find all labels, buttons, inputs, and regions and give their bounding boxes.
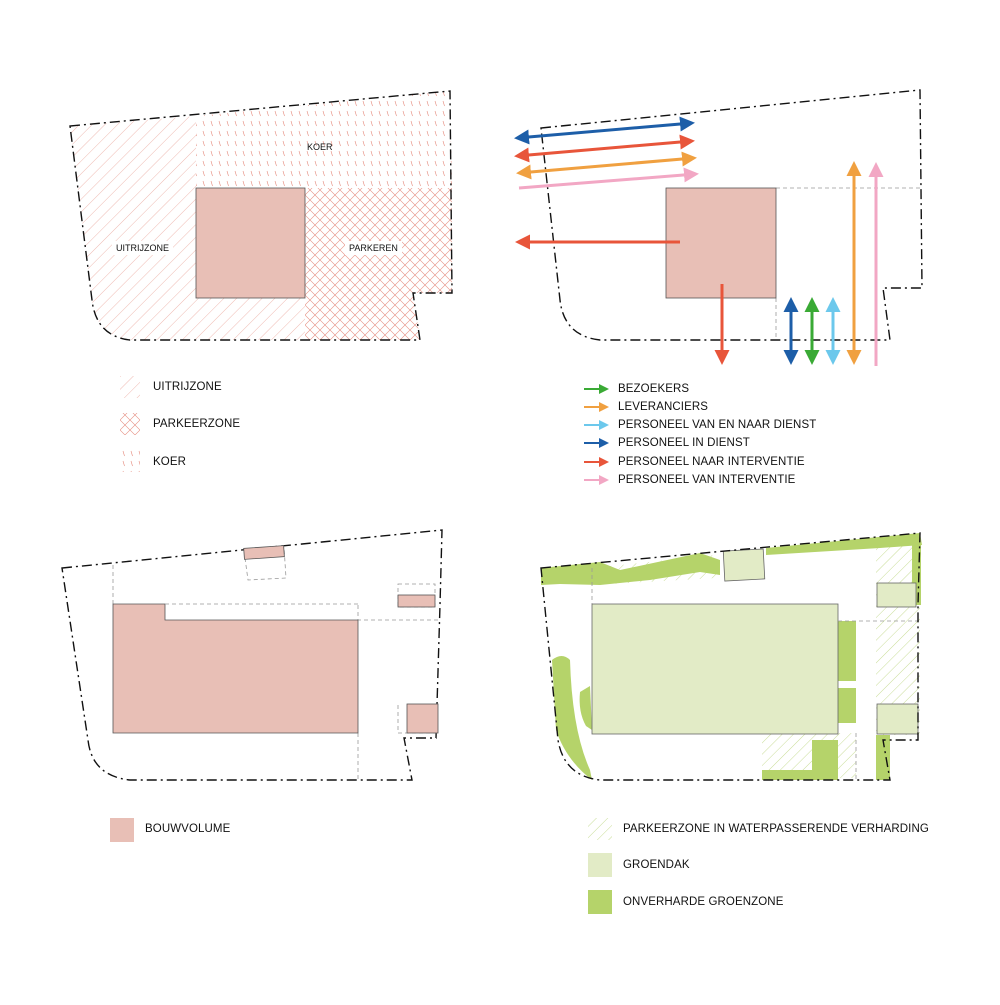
groenzone-right-2: [838, 688, 856, 723]
groenzone-top-right-strip: [766, 533, 922, 555]
groenzone-right-top-edge: [912, 545, 921, 605]
legend-swatch-groendak: [588, 853, 612, 877]
panel-zones: [69, 90, 453, 341]
groenzone-right-1: [838, 621, 856, 681]
arrow-personeel-in-dienst: [514, 116, 695, 145]
groendak-small-right-top: [876, 582, 917, 608]
label-uitrijzone: UITRIJZONE: [112, 241, 173, 255]
internal-dashed-lines-green: [591, 568, 920, 780]
legend-label-groenzone: ONVERHARDE GROENZONE: [623, 896, 784, 908]
legend-label-personeel-naar-interventie: PERSONEEL NAAR INTERVENTIE: [618, 456, 805, 468]
legend-label-bouwvolume: BOUWVOLUME: [145, 823, 231, 835]
panel-green: [540, 532, 922, 781]
building-block: [665, 187, 777, 299]
legend-label-personeel-van-en-naar-dienst: PERSONEEL VAN EN NAAR DIENST: [618, 419, 817, 431]
uitrijzone-area: [70, 116, 305, 340]
legend-swatch-koer: [120, 450, 140, 472]
legend-label-groendak: GROENDAK: [623, 859, 690, 871]
panel-flows: [514, 89, 923, 366]
groenzone-right-edge: [876, 735, 890, 780]
groenzone-left-bulge: [579, 686, 592, 730]
arrow-personeel-van-interventie: [518, 167, 699, 190]
label-koer: KOER: [307, 142, 333, 152]
arrow-leveranciers: [516, 151, 697, 180]
groendak-main: [591, 603, 839, 735]
legend-swatch-waterpasserende: [588, 818, 612, 840]
site-boundary-volume: [61, 529, 443, 781]
bouwvolume-small-bottom: [406, 703, 439, 734]
legend-label-personeel-in-dienst: PERSONEEL IN DIENST: [618, 437, 750, 449]
bouwvolume-small-top: [243, 545, 285, 560]
legend-label-personeel-van-interventie: PERSONEEL VAN INTERVENTIE: [618, 474, 796, 486]
legend-swatch-bouwvolume: [110, 818, 134, 842]
legend-swatch-parkeerzone: [120, 413, 140, 435]
legend-label-bezoekers: BEZOEKERS: [618, 383, 690, 395]
legend-swatches: [110, 376, 612, 914]
groendak-small-top: [722, 548, 766, 582]
bouwvolume-small-right: [397, 594, 436, 608]
legend-label-waterpasserende: PARKEERZONE IN WATERPASSERENDE VERHARDIN…: [623, 823, 929, 835]
legend-label-leveranciers: LEVERANCIERS: [618, 401, 709, 413]
groenzone-left-curve: [552, 656, 592, 780]
groendak-small-right-bottom: [876, 703, 919, 735]
label-parkeren: PARKEREN: [345, 241, 402, 255]
bouwvolume-main: [112, 603, 359, 734]
legend-swatch-groenzone: [588, 890, 612, 914]
legend-label-uitrijzone: UITRIJZONE: [153, 381, 222, 393]
site-boundary-green: [540, 532, 921, 781]
parkeerzone-area: [305, 188, 452, 340]
koer-area: [196, 91, 452, 188]
legend-label-parkeerzone: PARKEERZONE: [153, 418, 241, 430]
building-block: [195, 187, 306, 299]
legend-swatch-uitrijzone: [120, 376, 140, 398]
site-boundary: [69, 90, 453, 341]
groenzone-bottom-l: [762, 740, 838, 780]
legend-label-koer: KOER: [153, 456, 186, 468]
groenzone-top-strip: [541, 553, 720, 585]
panel-volume: [61, 529, 443, 781]
